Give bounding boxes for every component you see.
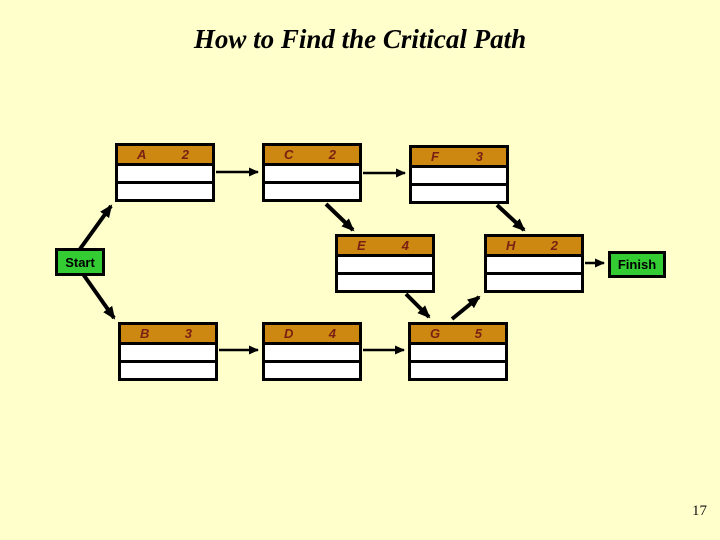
activity-b-letter: B [140,326,150,341]
activity-node-f: F 3 [409,145,509,204]
start-node: Start [55,248,105,276]
activity-h-row-1 [487,254,581,272]
activity-e-row-1 [338,254,432,272]
activity-e-row-2 [338,272,432,290]
activity-node-e: E 4 [335,234,435,293]
activity-g-duration: 5 [474,326,482,341]
activity-d-row-2 [265,360,359,378]
edge-g-h [450,295,481,321]
activity-c-row-1 [265,163,359,181]
activity-h-duration: 2 [550,238,558,253]
activity-a-header: A 2 [118,146,212,163]
activity-h-row-2 [487,272,581,290]
activity-e-letter: E [357,238,366,253]
activity-a-row-2 [118,181,212,199]
edge-e-g [404,292,431,319]
edge-c-e [324,202,355,232]
activity-f-header: F 3 [412,148,506,165]
activity-d-row-1 [265,342,359,360]
page-number: 17 [692,503,707,519]
activity-node-d: D 4 [262,322,362,381]
activity-c-letter: C [284,147,294,162]
activity-f-letter: F [431,149,439,164]
activity-g-row-2 [411,360,505,378]
activity-g-row-1 [411,342,505,360]
activity-b-row-1 [121,342,215,360]
edge-start-b [81,272,116,320]
finish-node: Finish [608,251,666,278]
activity-b-row-2 [121,360,215,378]
activity-f-duration: 3 [475,149,483,164]
activity-e-header: E 4 [338,237,432,254]
finish-label: Finish [617,257,657,272]
activity-node-b: B 3 [118,322,218,381]
start-label: Start [65,254,95,270]
activity-node-h: H 2 [484,234,584,293]
edge-start-a [78,204,113,251]
activity-node-c: C 2 [262,143,362,202]
activity-a-row-1 [118,163,212,181]
activity-node-g: G 5 [408,322,508,381]
activity-d-duration: 4 [328,326,336,341]
activity-c-row-2 [265,181,359,199]
activity-a-duration: 2 [181,147,189,162]
activity-node-a: A 2 [115,143,215,202]
activity-g-letter: G [430,326,441,341]
activity-h-letter: H [506,238,516,253]
activity-c-header: C 2 [265,146,359,163]
activity-e-duration: 4 [401,238,409,253]
activity-c-duration: 2 [328,147,336,162]
activity-b-duration: 3 [184,326,192,341]
activity-a-letter: A [137,147,147,162]
activity-d-letter: D [284,326,294,341]
activity-g-header: G 5 [411,325,505,342]
activity-b-header: B 3 [121,325,215,342]
activity-f-row-2 [412,183,506,201]
slide-title: How to Find the Critical Path [193,24,527,54]
activity-h-header: H 2 [487,237,581,254]
activity-f-row-1 [412,165,506,183]
edge-f-h [495,203,526,232]
activity-d-header: D 4 [265,325,359,342]
